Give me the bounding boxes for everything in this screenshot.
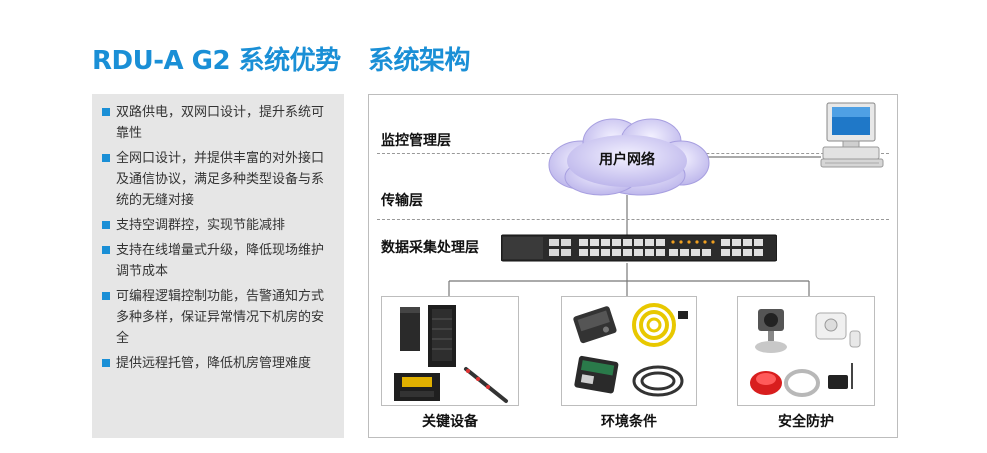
cloud-icon bbox=[548, 118, 710, 196]
critical-equipment-box bbox=[381, 296, 519, 406]
caption-environment: 环境条件 bbox=[601, 414, 657, 430]
advantage-item: 支持在线增量式升级，降低现场维护调节成本 bbox=[102, 240, 336, 282]
advantage-item: 双路供电，双网口设计，提升系统可靠性 bbox=[102, 102, 336, 144]
layer-label-monitoring: 监控管理层 bbox=[381, 133, 451, 149]
caption-critical-equipment: 关键设备 bbox=[422, 414, 478, 430]
architecture-diagram: 监控管理层 传输层 数据采集处理层 用户网络 bbox=[368, 94, 898, 438]
computer-icon bbox=[819, 101, 885, 169]
bullet-square-icon bbox=[102, 246, 110, 254]
cloud-label: 用户网络 bbox=[599, 152, 655, 168]
advantage-item: 全网口设计，并提供丰富的对外接口及通信协议，满足多种类型设备与系统的无缝对接 bbox=[102, 148, 336, 211]
architecture-title: 系统架构 bbox=[368, 46, 471, 76]
connector-lines bbox=[448, 156, 821, 296]
security-device-images bbox=[750, 309, 861, 397]
security-box bbox=[737, 296, 875, 406]
caption-security: 安全防护 bbox=[778, 414, 834, 430]
environment-sensor-images bbox=[573, 303, 688, 397]
bullet-square-icon bbox=[102, 359, 110, 367]
layer-label-acquisition: 数据采集处理层 bbox=[381, 240, 479, 256]
layer-label-transport: 传输层 bbox=[381, 193, 423, 209]
critical-equipment-images bbox=[394, 305, 508, 403]
environment-box bbox=[561, 296, 697, 406]
layer-divider bbox=[377, 219, 889, 220]
bullet-square-icon bbox=[102, 154, 110, 162]
bullet-square-icon bbox=[102, 221, 110, 229]
user-network-cloud: 用户网络 bbox=[541, 113, 713, 199]
bullet-square-icon bbox=[102, 108, 110, 116]
bullet-square-icon bbox=[102, 292, 110, 300]
rdu-controller-icon bbox=[501, 233, 777, 263]
advantages-title: RDU-A G2 系统优势 bbox=[92, 46, 341, 76]
advantage-item: 支持空调群控，实现节能减排 bbox=[102, 215, 336, 236]
advantages-panel: 双路供电，双网口设计，提升系统可靠性 全网口设计，并提供丰富的对外接口及通信协议… bbox=[92, 94, 344, 438]
advantage-item: 提供远程托管，降低机房管理难度 bbox=[102, 353, 336, 374]
advantage-item: 可编程逻辑控制功能，告警通知方式多种多样，保证异常情况下机房的安全 bbox=[102, 286, 336, 349]
